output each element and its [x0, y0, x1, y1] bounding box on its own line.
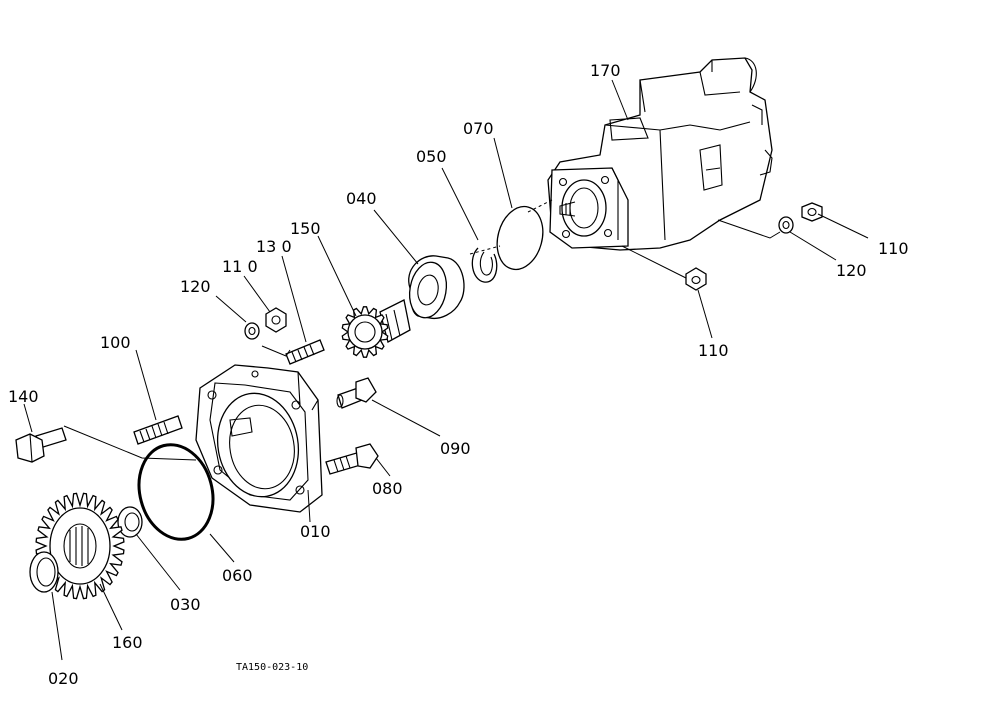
label-090: 090	[440, 439, 471, 458]
label-070: 070	[463, 119, 494, 138]
label-120-right: 120	[836, 261, 867, 280]
collar-020	[29, 551, 59, 593]
label-060: 060	[222, 566, 253, 585]
label-120-left: 120	[180, 277, 211, 296]
nut-110-left	[265, 307, 287, 333]
nut-110-right	[801, 202, 823, 222]
label-020: 020	[48, 669, 79, 688]
spacer-030	[117, 506, 143, 538]
label-040: 040	[346, 189, 377, 208]
bolt-140	[15, 427, 67, 463]
bolt-090	[336, 377, 377, 409]
label-170: 170	[590, 61, 621, 80]
label-150: 150	[290, 219, 321, 238]
lock-washer-120-right	[778, 216, 794, 234]
o-ring-060	[137, 443, 215, 541]
nut-110-lower	[685, 267, 707, 291]
ball-bearing-040	[408, 255, 465, 320]
lock-washer-120-left	[244, 322, 260, 340]
label-080: 080	[372, 479, 403, 498]
leader-lines	[23, 79, 869, 661]
snap-ring-050	[471, 247, 498, 283]
label-100: 100	[100, 333, 131, 352]
label-030: 030	[170, 595, 201, 614]
label-110-lower: 110	[698, 341, 729, 360]
label-050: 050	[416, 147, 447, 166]
label-130: 13 0	[256, 237, 292, 256]
label-110-right: 110	[878, 239, 909, 258]
bolt-080	[325, 443, 379, 475]
stud-bolt-100	[133, 415, 183, 445]
stud-bolt-130	[285, 339, 325, 365]
drawing-code: TA150-023-10	[236, 662, 308, 673]
hydraulic-pump-170	[547, 57, 773, 251]
label-010: 010	[300, 522, 331, 541]
drive-gear-shaft-150	[341, 299, 411, 358]
part-labels: 170 070 050 040 150 13 0 11 0 120 100 14…	[8, 61, 909, 688]
label-160: 160	[112, 633, 143, 652]
label-110-left: 11 0	[222, 257, 258, 276]
adapter-housing-010	[195, 364, 323, 513]
o-ring-070	[496, 205, 544, 271]
label-140: 140	[8, 387, 39, 406]
